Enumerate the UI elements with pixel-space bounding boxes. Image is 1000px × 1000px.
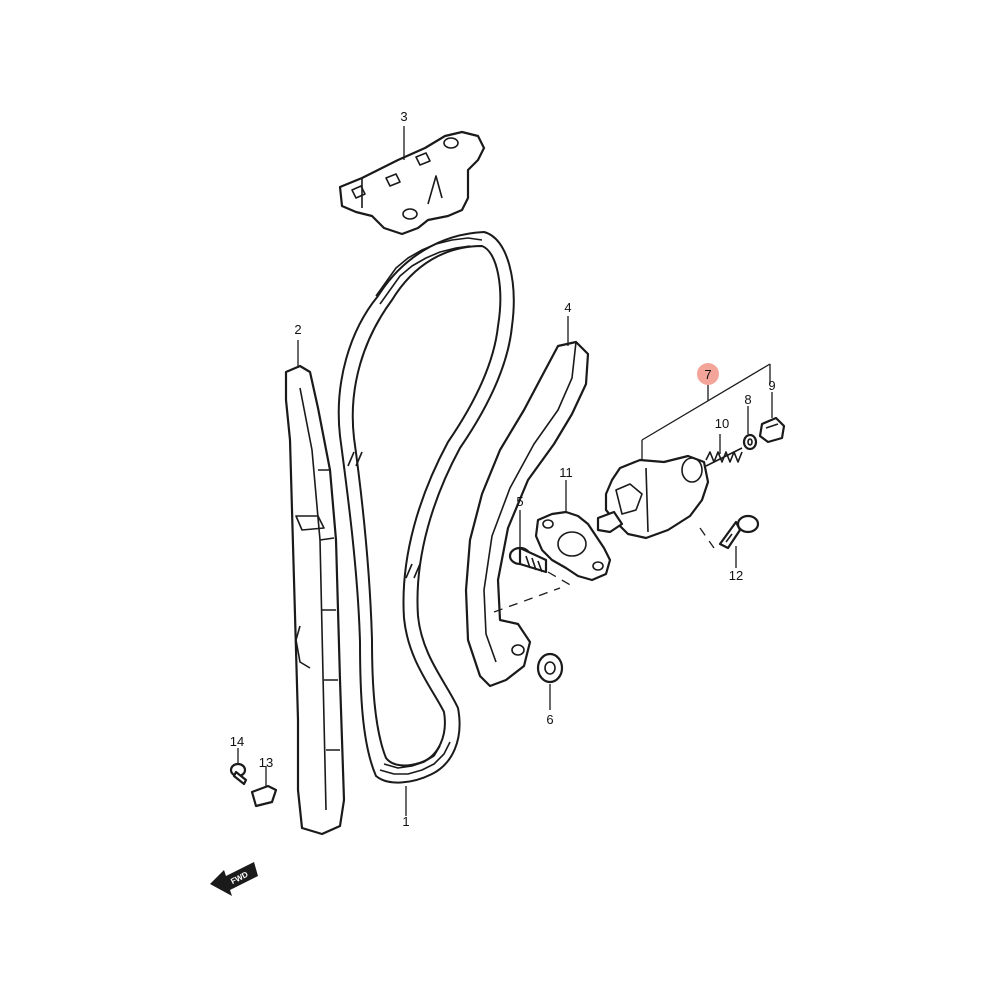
callout-6: 6 — [546, 712, 553, 727]
callout-13: 13 — [259, 755, 273, 770]
part-12-bolt — [718, 514, 760, 550]
part-13-pin — [250, 784, 278, 808]
leader-lines — [237, 126, 773, 816]
callout-3: 3 — [400, 109, 407, 124]
part-2-chain-guide — [284, 364, 346, 836]
callout-5: 5 — [516, 494, 523, 509]
part-9-cap-bolt — [758, 416, 786, 444]
callout-11: 11 — [559, 465, 573, 480]
fwd-direction-arrow: FWD — [210, 862, 258, 896]
callout-14: 14 — [230, 734, 244, 749]
callout-2: 2 — [294, 322, 301, 337]
callout-9: 9 — [768, 378, 775, 393]
callout-12: 12 — [729, 568, 743, 583]
part-6-washer — [536, 652, 564, 684]
part-1-timing-chain — [337, 230, 515, 784]
part-4-tension-guide — [464, 340, 590, 688]
callout-7-highlight — [697, 363, 719, 385]
callout-labels: 1 2 3 4 5 6 7 8 9 10 11 12 13 14 — [230, 109, 776, 829]
callout-1: 1 — [402, 814, 409, 829]
part-8-washer — [742, 433, 758, 451]
part-3-upper-chain-guide — [338, 130, 486, 236]
part-14-screw — [229, 762, 248, 786]
part-7-tensioner-assembly — [596, 454, 710, 540]
callout-7: 7 — [704, 367, 711, 382]
alignment-lines — [493, 527, 715, 613]
callout-4: 4 — [564, 300, 571, 315]
callout-10: 10 — [715, 416, 729, 431]
part-5-bolt — [508, 546, 548, 574]
part-11-gasket — [534, 510, 612, 582]
part-10-spring — [705, 447, 743, 467]
callout-8: 8 — [744, 392, 751, 407]
